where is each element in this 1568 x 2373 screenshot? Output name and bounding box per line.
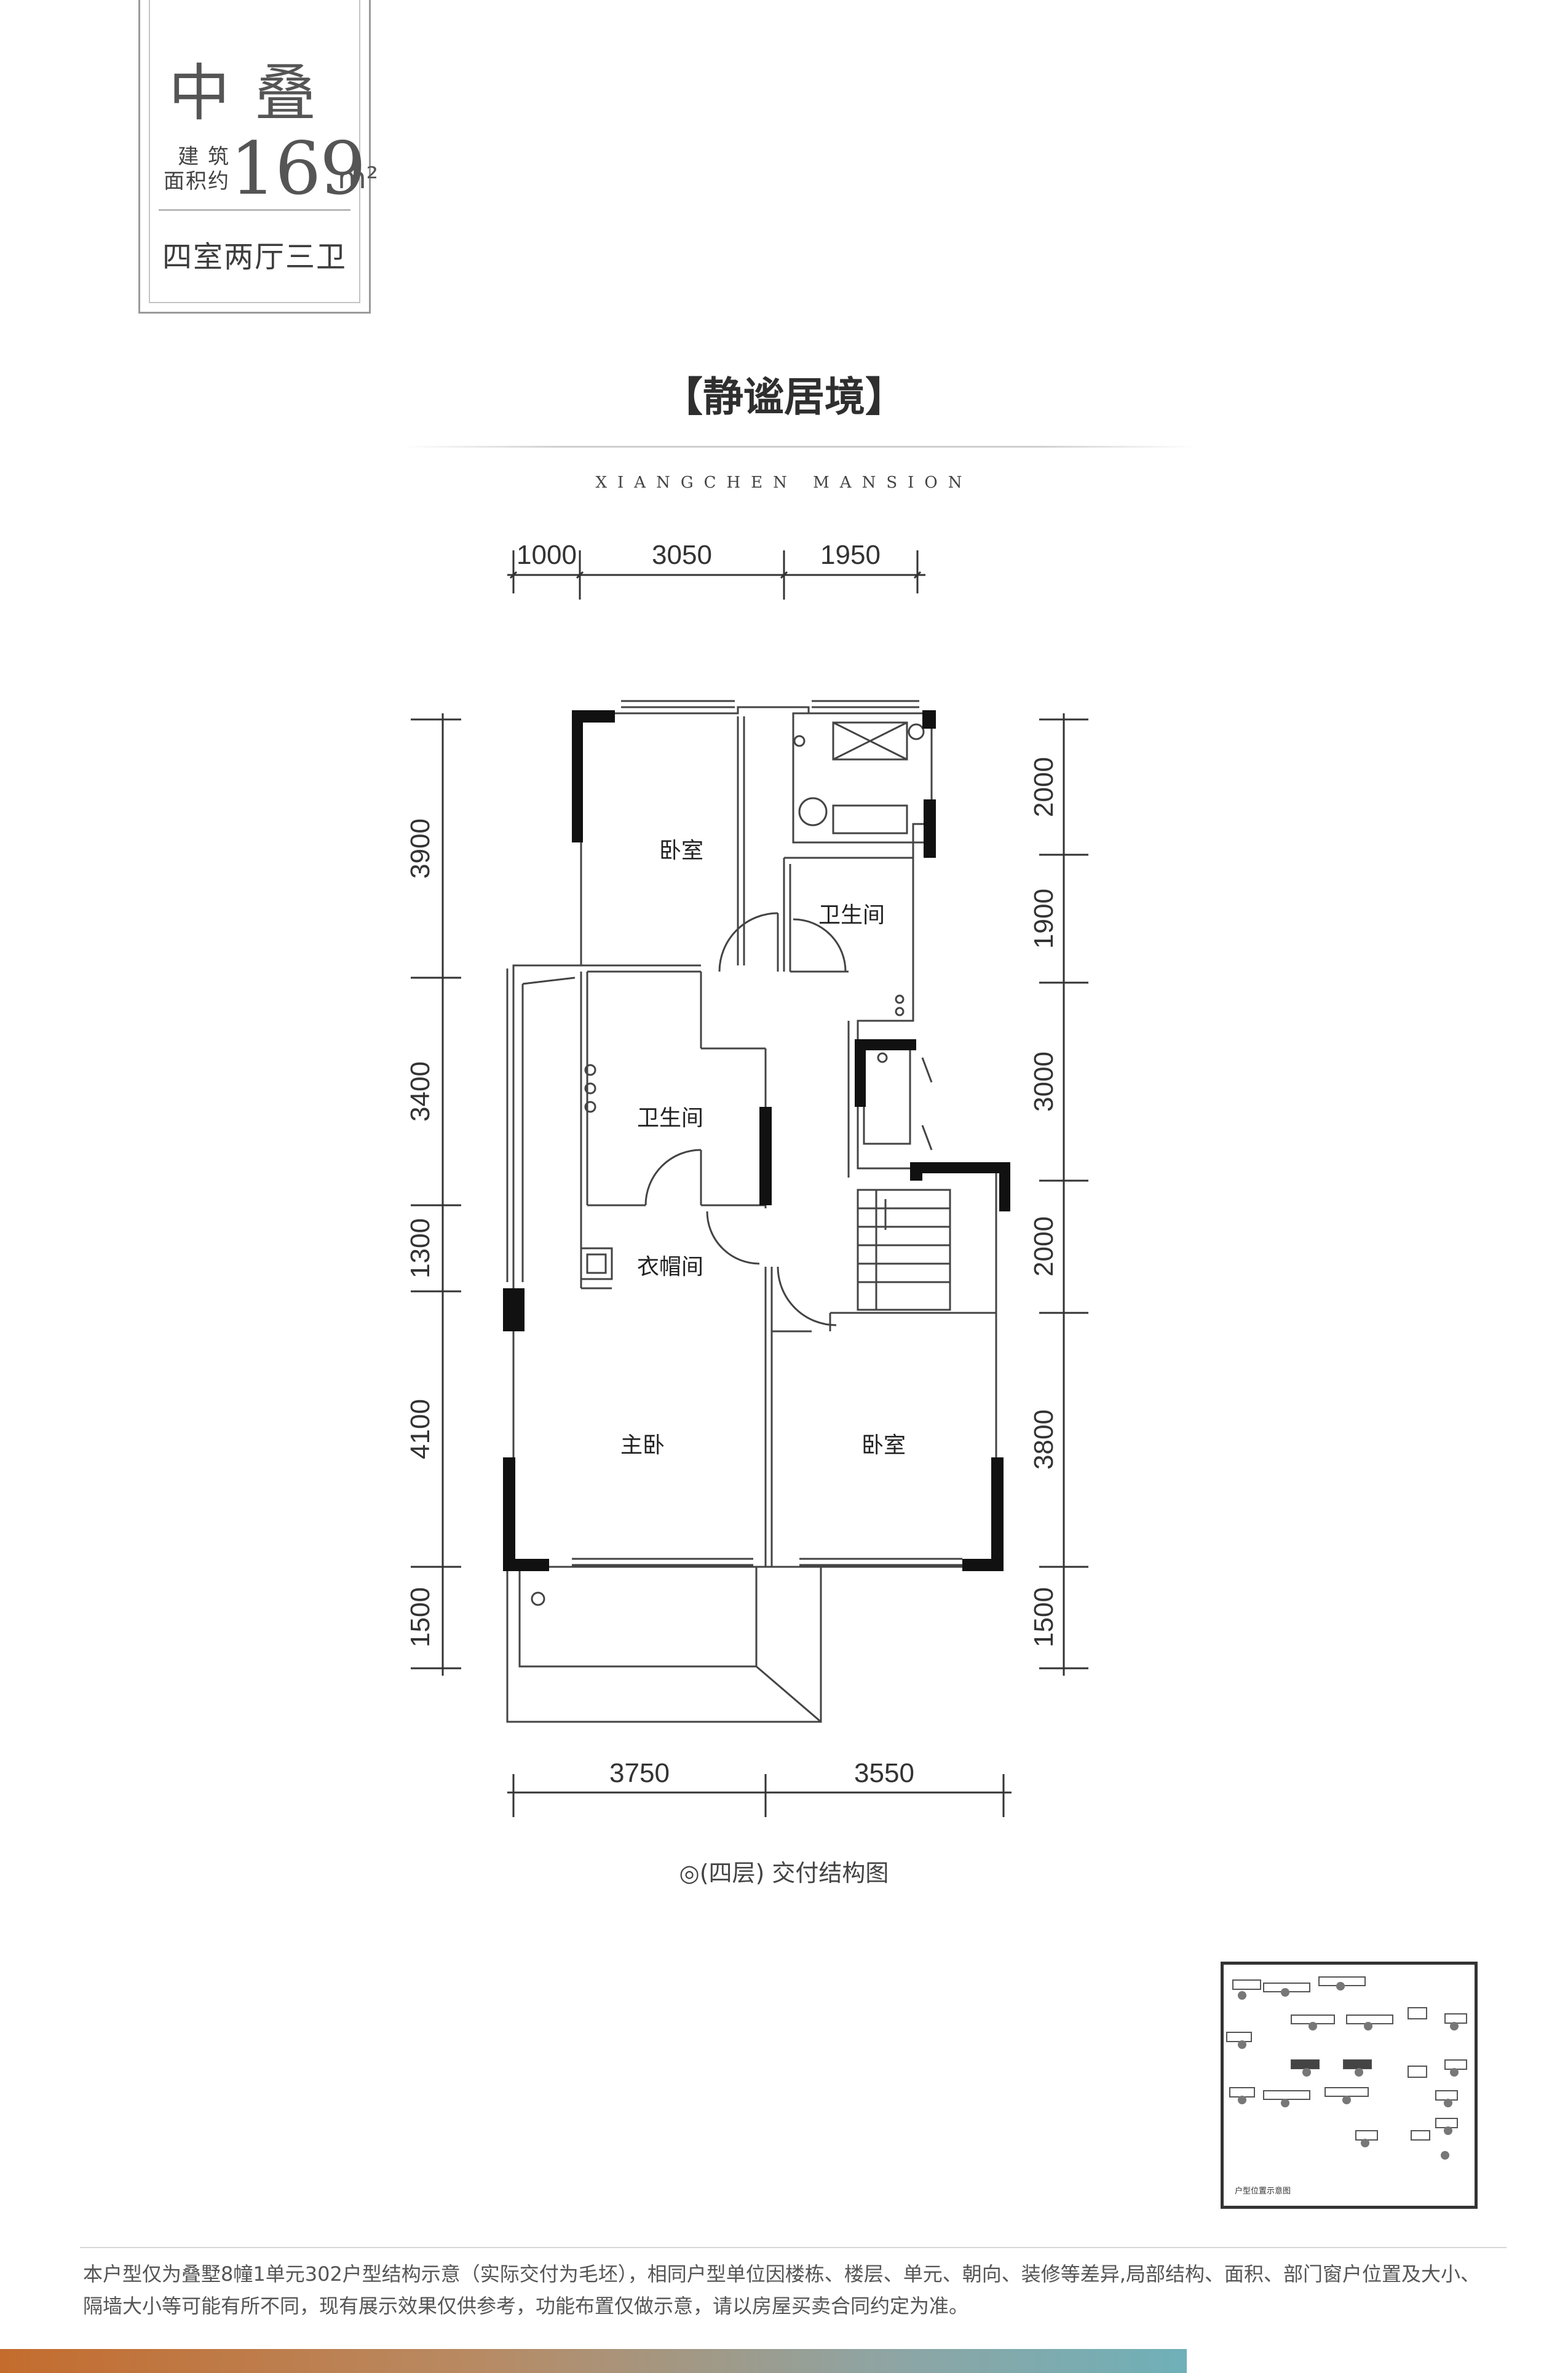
dim-right-6: 1500 bbox=[1029, 1587, 1059, 1647]
bottom-gradient-bar bbox=[0, 2349, 1187, 2373]
dim-bottom-1: 3750 bbox=[609, 1758, 670, 1788]
dim-left-3: 1300 bbox=[405, 1218, 435, 1278]
right-dimension-labels: 2000 1900 3000 2000 3800 1500 bbox=[1029, 757, 1059, 1647]
key-plan-caption: 户型位置示意图 bbox=[1235, 2187, 1291, 2196]
layout-text: 四室两厅三卫 bbox=[162, 240, 347, 274]
room-cloakroom: 衣帽间 bbox=[637, 1254, 703, 1280]
area-value: 169 bbox=[230, 126, 366, 211]
dim-right-3: 3000 bbox=[1029, 1052, 1059, 1112]
bottom-dimension-labels: 3750 3550 bbox=[609, 1758, 914, 1788]
title-divider bbox=[403, 446, 1196, 448]
area-label: 建 筑 面积约 bbox=[164, 145, 230, 194]
key-plan-map bbox=[1226, 1976, 1467, 2160]
thick-walls bbox=[503, 710, 1010, 1571]
room-bath-top: 卫生间 bbox=[818, 903, 885, 928]
dim-top-2: 3050 bbox=[652, 540, 712, 570]
thin-walls bbox=[506, 700, 997, 1723]
dim-left-5: 1500 bbox=[405, 1587, 435, 1647]
area-unit: m² bbox=[338, 161, 378, 196]
dim-bottom-2: 3550 bbox=[854, 1758, 914, 1788]
dim-right-4: 2000 bbox=[1029, 1216, 1059, 1277]
key-plan bbox=[1221, 1962, 1478, 2209]
dimension-lines bbox=[411, 550, 1088, 1817]
project-subtitle: XIANGCHEN MANSION bbox=[595, 473, 973, 492]
dim-top-3: 1950 bbox=[820, 540, 881, 570]
disclaimer: 本户型仅为叠墅8幢1单元302户型结构示意（实际交付为毛坯），相同户型单位因楼栋… bbox=[83, 2262, 1480, 2318]
dim-right-1: 2000 bbox=[1029, 757, 1059, 817]
dim-top-1: 1000 bbox=[517, 540, 577, 570]
room-bath-mid: 卫生间 bbox=[637, 1106, 703, 1131]
project-title: 【静谧居境】 bbox=[662, 373, 906, 421]
room-bedroom-bottom: 卧室 bbox=[861, 1433, 906, 1458]
dim-left-2: 3400 bbox=[405, 1061, 435, 1122]
plan-caption: ◎(四层) 交付结构图 bbox=[679, 1860, 889, 1887]
dim-right-2: 1900 bbox=[1029, 889, 1059, 949]
floor-plan: 1000 3050 1950 3750 3550 3900 3400 1300 … bbox=[405, 540, 1088, 1817]
type-card: 中叠 建 筑 面积约 169 m² 四室两厅三卫 bbox=[138, 0, 378, 314]
top-dimension-labels: 1000 3050 1950 bbox=[517, 540, 881, 570]
room-master-bedroom: 主卧 bbox=[620, 1433, 665, 1458]
room-bedroom-top: 卧室 bbox=[659, 838, 703, 863]
disclaimer-divider bbox=[80, 2247, 1507, 2248]
left-dimension-labels: 3900 3400 1300 4100 1500 bbox=[405, 818, 435, 1647]
dim-left-4: 4100 bbox=[405, 1399, 435, 1459]
dim-right-5: 3800 bbox=[1029, 1409, 1059, 1470]
card-divider bbox=[159, 209, 350, 211]
type-card-inner: 中叠 建 筑 面积约 169 m² 四室两厅三卫 bbox=[149, 0, 378, 303]
type-name: 中叠 bbox=[168, 57, 341, 129]
dim-left-1: 3900 bbox=[405, 818, 435, 879]
